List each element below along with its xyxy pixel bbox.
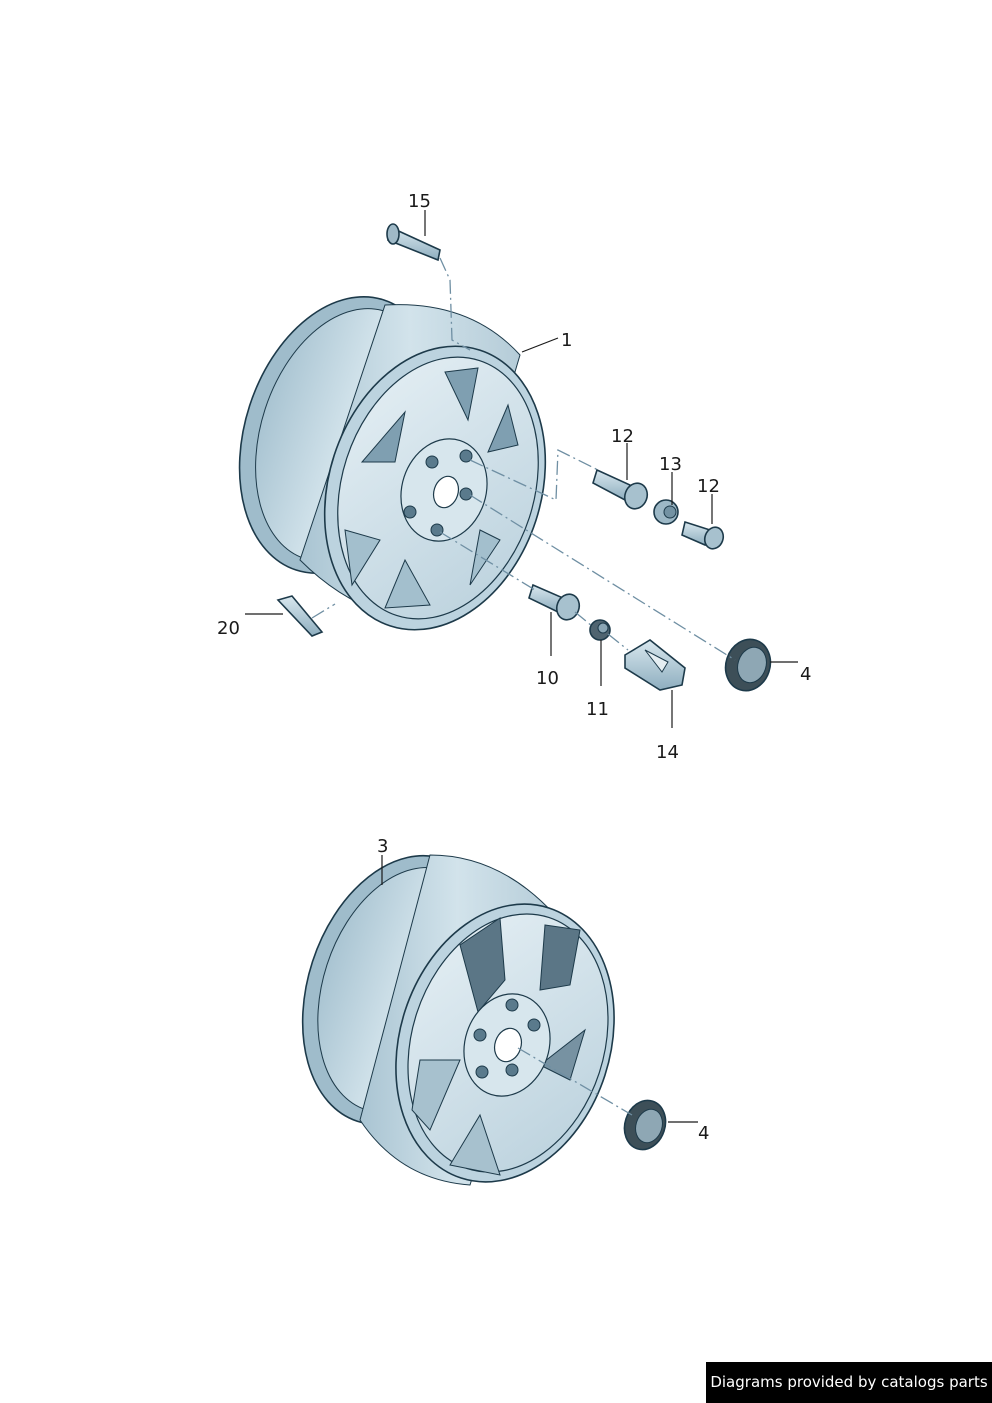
callout-12b: 12 <box>697 476 720 497</box>
callout-1: 1 <box>561 330 572 351</box>
callout-labels: 15 1 12 13 12 20 10 11 14 4 3 4 <box>217 191 811 1144</box>
leader-lines-bottom <box>381 855 698 1123</box>
watermark-banner: Diagrams provided by catalogs parts <box>706 1362 992 1403</box>
assembly-lines-top <box>311 257 736 661</box>
hub-cap-part-4b <box>623 1099 667 1151</box>
callout-4a: 4 <box>800 664 811 685</box>
callout-10: 10 <box>536 668 559 689</box>
callout-14: 14 <box>656 742 679 763</box>
wheel-bolt-part-12a <box>592 468 649 510</box>
callout-11: 11 <box>586 699 609 720</box>
nut-part-13 <box>653 499 679 525</box>
wheel-rim-bottom <box>301 854 615 1186</box>
hub-cap-part-4a <box>724 638 772 692</box>
wheel-rim-top <box>238 295 547 631</box>
removal-tool-part-14 <box>624 639 686 691</box>
callout-3: 3 <box>377 836 388 857</box>
callout-12a: 12 <box>611 426 634 447</box>
wheel-bolt-part-10 <box>528 583 581 621</box>
tyre-valve-part-15 <box>386 223 441 262</box>
callout-4b: 4 <box>698 1123 709 1144</box>
wheel-bolt-part-12b <box>681 520 725 550</box>
callout-15: 15 <box>408 191 431 212</box>
leader-lines-top <box>245 210 798 728</box>
callout-20: 20 <box>217 618 240 639</box>
bolt-cap-part-11 <box>589 619 611 641</box>
assembly-lines-bottom <box>517 1047 633 1116</box>
callout-13: 13 <box>659 454 682 475</box>
balance-weight-part-20 <box>276 595 324 637</box>
